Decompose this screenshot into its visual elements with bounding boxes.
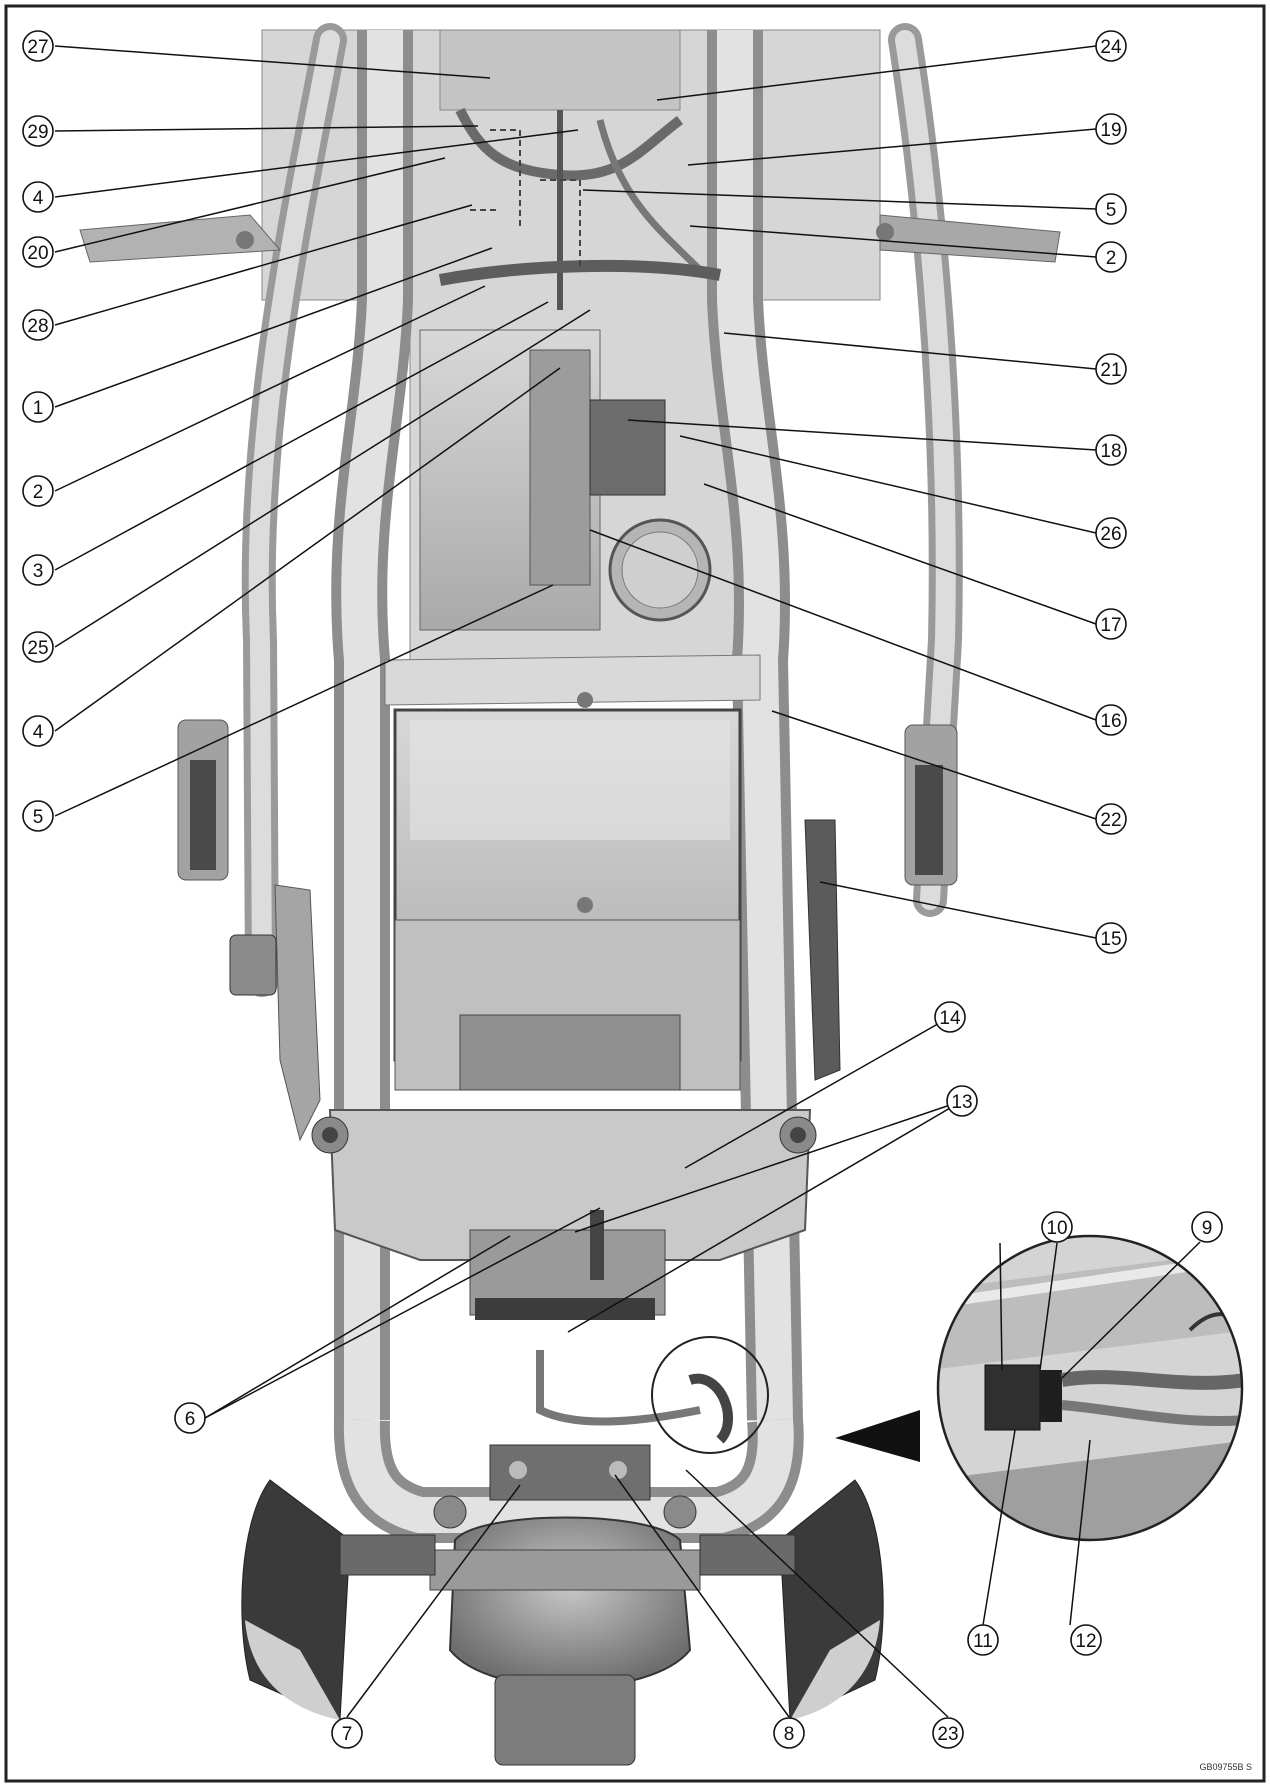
callout-1: 1 [22, 391, 54, 423]
figure-code: GB09755B S [1199, 1762, 1252, 1772]
svg-text:17: 17 [1100, 615, 1121, 636]
callout-21: 21 [1095, 353, 1127, 385]
callout-13: 13 [946, 1085, 978, 1117]
callout-7: 7 [331, 1717, 363, 1749]
svg-text:5: 5 [33, 807, 44, 828]
callout-27: 27 [22, 30, 54, 62]
svg-text:12: 12 [1075, 1631, 1096, 1652]
svg-text:16: 16 [1100, 711, 1121, 732]
callout-29: 29 [22, 115, 54, 147]
callout-2b: 2 [1095, 241, 1127, 273]
callout-28: 28 [22, 309, 54, 341]
svg-text:26: 26 [1100, 524, 1121, 545]
svg-text:14: 14 [939, 1008, 961, 1029]
callout-3: 3 [22, 554, 54, 586]
callout-8: 8 [773, 1717, 805, 1749]
svg-text:15: 15 [1100, 929, 1121, 950]
svg-text:20: 20 [27, 243, 48, 264]
svg-text:9: 9 [1202, 1218, 1213, 1239]
callout-2a: 2 [22, 475, 54, 507]
svg-text:13: 13 [951, 1092, 972, 1113]
callout-17: 17 [1095, 608, 1127, 640]
callout-22: 22 [1095, 803, 1127, 835]
svg-text:2: 2 [33, 482, 44, 503]
svg-text:22: 22 [1100, 810, 1121, 831]
callout-20: 20 [22, 236, 54, 268]
svg-text:25: 25 [27, 638, 48, 659]
callout-14: 14 [934, 1001, 966, 1033]
callout-26: 26 [1095, 517, 1127, 549]
svg-text:19: 19 [1100, 120, 1121, 141]
callout-5a: 5 [1095, 193, 1127, 225]
callout-10: 10 [1041, 1211, 1073, 1243]
svg-text:29: 29 [27, 122, 48, 143]
svg-text:21: 21 [1100, 360, 1121, 381]
svg-text:11: 11 [973, 1631, 993, 1652]
callout-19: 19 [1095, 113, 1127, 145]
callout-12: 12 [1070, 1624, 1102, 1656]
callout-labels: 27 29 4 20 28 1 2 3 25 4 5 24 19 5 2 21 … [22, 30, 1223, 1749]
svg-text:2: 2 [1106, 248, 1117, 269]
callout-4b: 4 [22, 715, 54, 747]
callout-4a: 4 [22, 181, 54, 213]
callout-6: 6 [174, 1402, 206, 1434]
callout-5b: 5 [22, 800, 54, 832]
svg-text:6: 6 [185, 1409, 196, 1430]
svg-text:1: 1 [33, 398, 44, 419]
svg-text:28: 28 [27, 316, 48, 337]
callout-18: 18 [1095, 434, 1127, 466]
leader-lines [54, 45, 1097, 1718]
callout-23: 23 [932, 1717, 964, 1749]
callout-11: 11 [967, 1624, 999, 1656]
callout-9: 9 [1191, 1211, 1223, 1243]
svg-text:4: 4 [33, 188, 44, 209]
svg-text:4: 4 [33, 722, 44, 743]
svg-text:3: 3 [33, 561, 44, 582]
svg-text:5: 5 [1106, 200, 1117, 221]
callout-15: 15 [1095, 922, 1127, 954]
svg-text:10: 10 [1046, 1218, 1067, 1239]
svg-text:7: 7 [342, 1724, 353, 1745]
svg-text:8: 8 [784, 1724, 795, 1745]
svg-text:23: 23 [937, 1724, 958, 1745]
svg-text:18: 18 [1100, 441, 1121, 462]
svg-text:27: 27 [27, 37, 48, 58]
callout-25: 25 [22, 631, 54, 663]
callout-16: 16 [1095, 704, 1127, 736]
callout-24: 24 [1095, 30, 1127, 62]
svg-text:24: 24 [1100, 37, 1122, 58]
